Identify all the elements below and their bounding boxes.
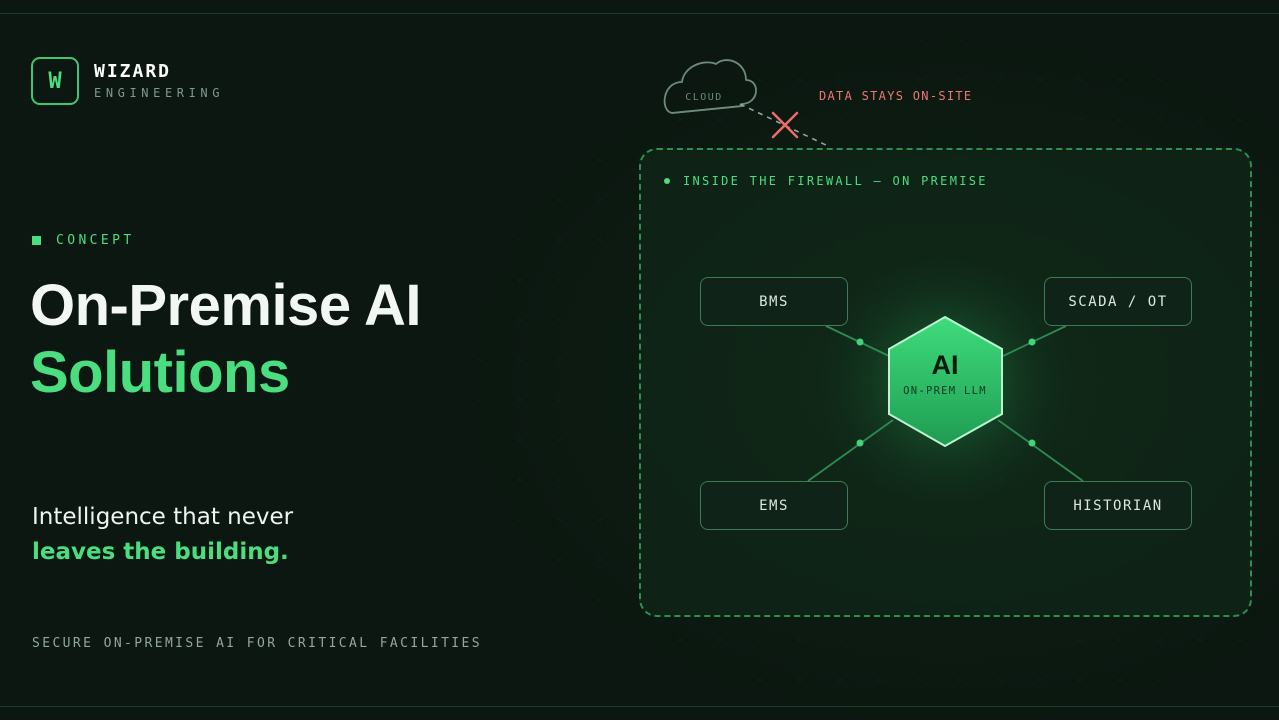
data-stays-label: DATA STAYS ON-SITE	[819, 89, 973, 103]
footer-caption: SECURE ON-PREMISE AI FOR CRITICAL FACILI…	[32, 636, 482, 651]
ai-core-title: AI	[931, 350, 959, 380]
connector-ems	[807, 419, 894, 482]
node-bms: BMS	[700, 277, 848, 326]
ai-core-hexagon	[888, 315, 1003, 448]
logo-text: WIZARD ENGINEERING	[94, 61, 224, 101]
firewall-label-text: INSIDE THE FIREWALL — ON PREMISE	[683, 174, 988, 188]
tagline-line-2: leaves the building.	[32, 539, 289, 565]
section-tag: CONCEPT	[32, 233, 135, 248]
connector-dot-ems	[856, 439, 864, 447]
brand-logo: W WIZARD ENGINEERING	[31, 57, 224, 105]
tagline: Intelligence that never leaves the build…	[32, 500, 293, 570]
brand-name: WIZARD	[94, 61, 172, 82]
top-divider	[0, 13, 1279, 14]
connector-historian	[997, 419, 1084, 482]
connector-dot-historian	[1028, 439, 1036, 447]
tagline-line-1: Intelligence that never	[32, 504, 294, 530]
section-tag-label: CONCEPT	[56, 233, 135, 248]
cloud-label: CLOUD	[685, 92, 723, 103]
ai-core-label: AI ON-PREM LLM	[885, 348, 1005, 398]
brand-subtitle: ENGINEERING	[94, 86, 225, 100]
ai-core-subtitle: ON-PREM LLM	[903, 385, 987, 397]
node-scada-ot: SCADA / OT	[1044, 277, 1192, 326]
blocked-cloud-link	[739, 103, 831, 148]
connector-dot-bms	[856, 338, 864, 346]
connector-dots	[856, 338, 1036, 447]
blocked-x-icon	[771, 111, 799, 139]
connector-dot-scada	[1028, 338, 1036, 346]
logo-mark: W	[31, 57, 79, 105]
bottom-divider	[0, 706, 1279, 707]
page-title: On-Premise AI Solutions	[30, 272, 422, 406]
title-line-1: On-Premise AI	[30, 273, 422, 338]
firewall-label: INSIDE THE FIREWALL — ON PREMISE	[664, 174, 988, 188]
node-historian: HISTORIAN	[1044, 481, 1192, 530]
title-line-2: Solutions	[30, 340, 290, 405]
status-dot-icon	[664, 178, 670, 184]
node-ems: EMS	[700, 481, 848, 530]
square-bullet-icon	[32, 236, 41, 245]
